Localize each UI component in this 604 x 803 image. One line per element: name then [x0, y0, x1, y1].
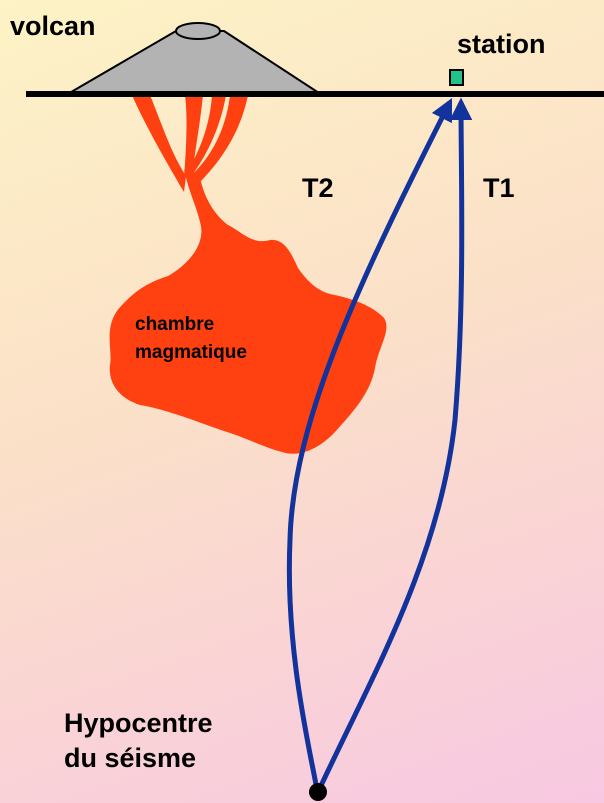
volcano-cone	[65, 30, 323, 96]
volcano-crater	[175, 22, 221, 40]
magma-branch-right-outer	[188, 95, 248, 188]
ray-path-t1	[316, 97, 473, 792]
magma-chamber-label-line1: chambre	[135, 314, 215, 335]
ray-path-t2	[286, 97, 453, 791]
magma-chamber-shape	[109, 170, 387, 454]
t2-label: T2	[302, 173, 334, 203]
magma-chamber-label-line2: magmatique	[135, 341, 247, 363]
t1-label: T1	[483, 173, 515, 203]
magma-conduits	[132, 95, 248, 192]
seismic-station-marker	[449, 69, 464, 86]
volcano-label: volcan	[10, 11, 96, 41]
magma-branch-left	[132, 95, 186, 192]
hypocenter-label-line1: Hypocentre	[64, 708, 213, 738]
hypocenter-marker	[309, 783, 327, 801]
hypocenter-label-line2: du séisme	[64, 743, 197, 774]
magma-branch-right-inner	[188, 95, 226, 178]
hypocenter-label: Hypocentre du séisme	[64, 706, 213, 776]
magma-branch-middle	[184, 95, 203, 178]
station-label: station	[457, 29, 546, 59]
magma-chamber-label: chambre magmatique	[135, 311, 247, 366]
